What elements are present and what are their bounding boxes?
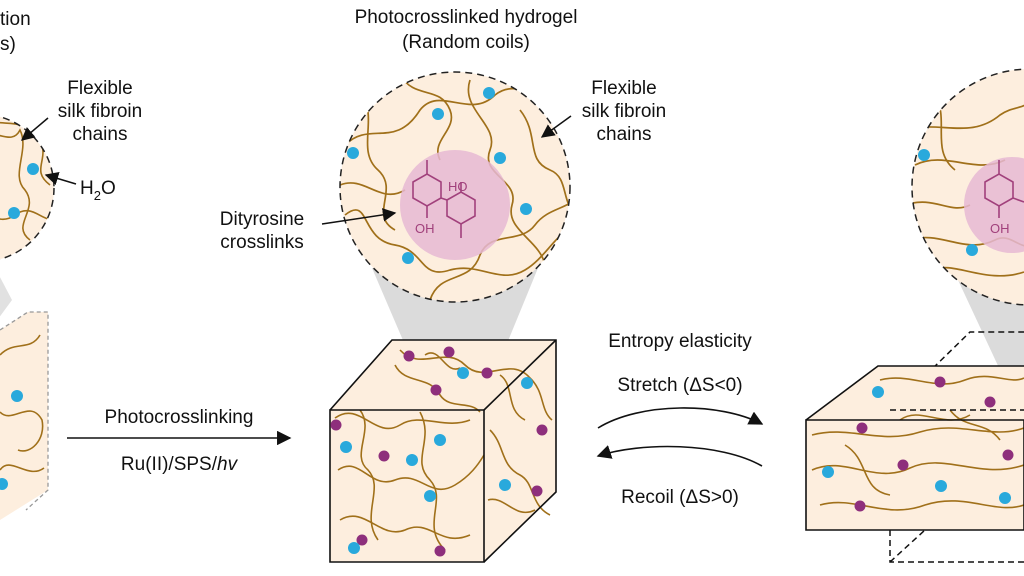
- crosslink-node-icon: [330, 419, 342, 431]
- crosslink-arrow: [321, 208, 397, 225]
- elasticity-step: Entropy elasticity Stretch (ΔS<0) Recoil…: [596, 331, 764, 508]
- middle-cube: [329, 339, 557, 563]
- water-molecule-icon: [822, 466, 834, 478]
- svg-text:silk fibroin: silk fibroin: [582, 101, 666, 122]
- left-cube: [0, 311, 49, 520]
- water-molecule-icon: [432, 108, 444, 120]
- ho-label: HO: [448, 179, 468, 194]
- water-molecule-icon: [521, 377, 533, 389]
- crosslink-node-icon: [531, 485, 543, 497]
- water-molecule-icon: [348, 542, 360, 554]
- crosslink-node-icon: [434, 545, 446, 557]
- crosslink-node-icon: [856, 422, 868, 434]
- crosslink-node-icon: [536, 424, 548, 436]
- dityrosine-structure-icon: [412, 160, 476, 238]
- water-molecule-icon: [347, 147, 359, 159]
- right-oh-label: OH: [990, 221, 1010, 236]
- water-molecule-icon: [918, 149, 930, 161]
- svg-text:crosslinks: crosslinks: [220, 232, 303, 253]
- crosslink-node-icon: [356, 534, 368, 546]
- left-chains-label: Flexible silk fibroin chains: [58, 78, 142, 145]
- crosslink-node-icon: [854, 500, 866, 512]
- crosslink-node-icon: [897, 459, 909, 471]
- crosslink-node-icon: [481, 367, 493, 379]
- photocrosslinking-label: Photocrosslinking: [105, 407, 254, 428]
- oh-label: OH: [415, 221, 435, 236]
- svg-text:silk fibroin: silk fibroin: [58, 101, 142, 122]
- crosslink-label: Dityrosine crosslinks: [220, 209, 304, 253]
- crosslink-node-icon: [378, 450, 390, 462]
- water-molecule-icon: [872, 386, 884, 398]
- stretch-arrow: [597, 407, 764, 429]
- water-molecule-icon: [402, 252, 414, 264]
- photocrosslinking-step: Photocrosslinking Ru(II)/SPS/hv: [67, 407, 292, 475]
- water-molecule-icon: [935, 480, 947, 492]
- right-panel: OH: [805, 68, 1024, 563]
- dityrosine-highlight: [400, 150, 510, 260]
- svg-text:Flexible: Flexible: [591, 78, 656, 99]
- dityrosine-highlight: [964, 157, 1024, 253]
- water-molecule-icon: [8, 207, 20, 219]
- left-zoom-cone: [0, 277, 12, 317]
- water-molecule-icon: [457, 367, 469, 379]
- water-molecule-icon: [966, 244, 978, 256]
- recoil-label: Recoil (ΔS>0): [621, 487, 739, 508]
- catalyst-label: Ru(II)/SPS/hv: [121, 454, 239, 475]
- svg-text:Dityrosine: Dityrosine: [220, 209, 304, 230]
- crosslink-node-icon: [984, 396, 996, 408]
- water-molecule-icon: [27, 163, 39, 175]
- water-molecule-icon: [424, 490, 436, 502]
- water-molecule-icon: [340, 441, 352, 453]
- left-title-line2: s): [0, 34, 16, 55]
- water-molecule-icon: [494, 152, 506, 164]
- water-label: H2O: [80, 178, 116, 203]
- recoil-arrow: [596, 445, 763, 467]
- left-water-arrow: [44, 172, 77, 185]
- crosslink-node-icon: [430, 384, 442, 396]
- left-panel: tion s) Flexible silk fibroin chains H2O: [0, 9, 142, 520]
- stretch-label: Stretch (ΔS<0): [617, 375, 742, 396]
- water-molecule-icon: [499, 479, 511, 491]
- water-molecule-icon: [0, 478, 8, 490]
- svg-text:Flexible: Flexible: [67, 78, 132, 99]
- left-chains-arrow: [20, 117, 49, 141]
- water-molecule-icon: [999, 492, 1011, 504]
- water-molecule-icon: [11, 390, 23, 402]
- svg-text:chains: chains: [73, 124, 128, 145]
- right-zoom-circle: OH: [911, 68, 1024, 306]
- right-stretched-block: [805, 331, 1024, 563]
- left-zoom-circle: [0, 114, 55, 261]
- left-cube-chain: [0, 334, 45, 473]
- crosslink-node-icon: [1002, 449, 1014, 461]
- water-molecule-icon: [434, 434, 446, 446]
- left-title-line1: tion: [0, 9, 31, 30]
- crosslink-node-icon: [934, 376, 946, 388]
- water-molecule-icon: [520, 203, 532, 215]
- water-molecule-icon: [483, 87, 495, 99]
- crosslink-node-icon: [403, 350, 415, 362]
- svg-text:chains: chains: [597, 124, 652, 145]
- dityrosine-structure-icon: [984, 160, 1024, 218]
- entropy-title: Entropy elasticity: [608, 331, 752, 352]
- middle-chains-arrow: [540, 115, 572, 138]
- water-molecule-icon: [406, 454, 418, 466]
- middle-chains-label: Flexible silk fibroin chains: [582, 78, 666, 145]
- middle-panel: Photocrosslinked hydrogel (Random coils): [220, 7, 666, 563]
- crosslink-node-icon: [443, 346, 455, 358]
- middle-title-line1: Photocrosslinked hydrogel: [355, 7, 578, 28]
- middle-zoom-circle: HO OH: [339, 71, 571, 303]
- middle-title-line2: (Random coils): [402, 32, 530, 53]
